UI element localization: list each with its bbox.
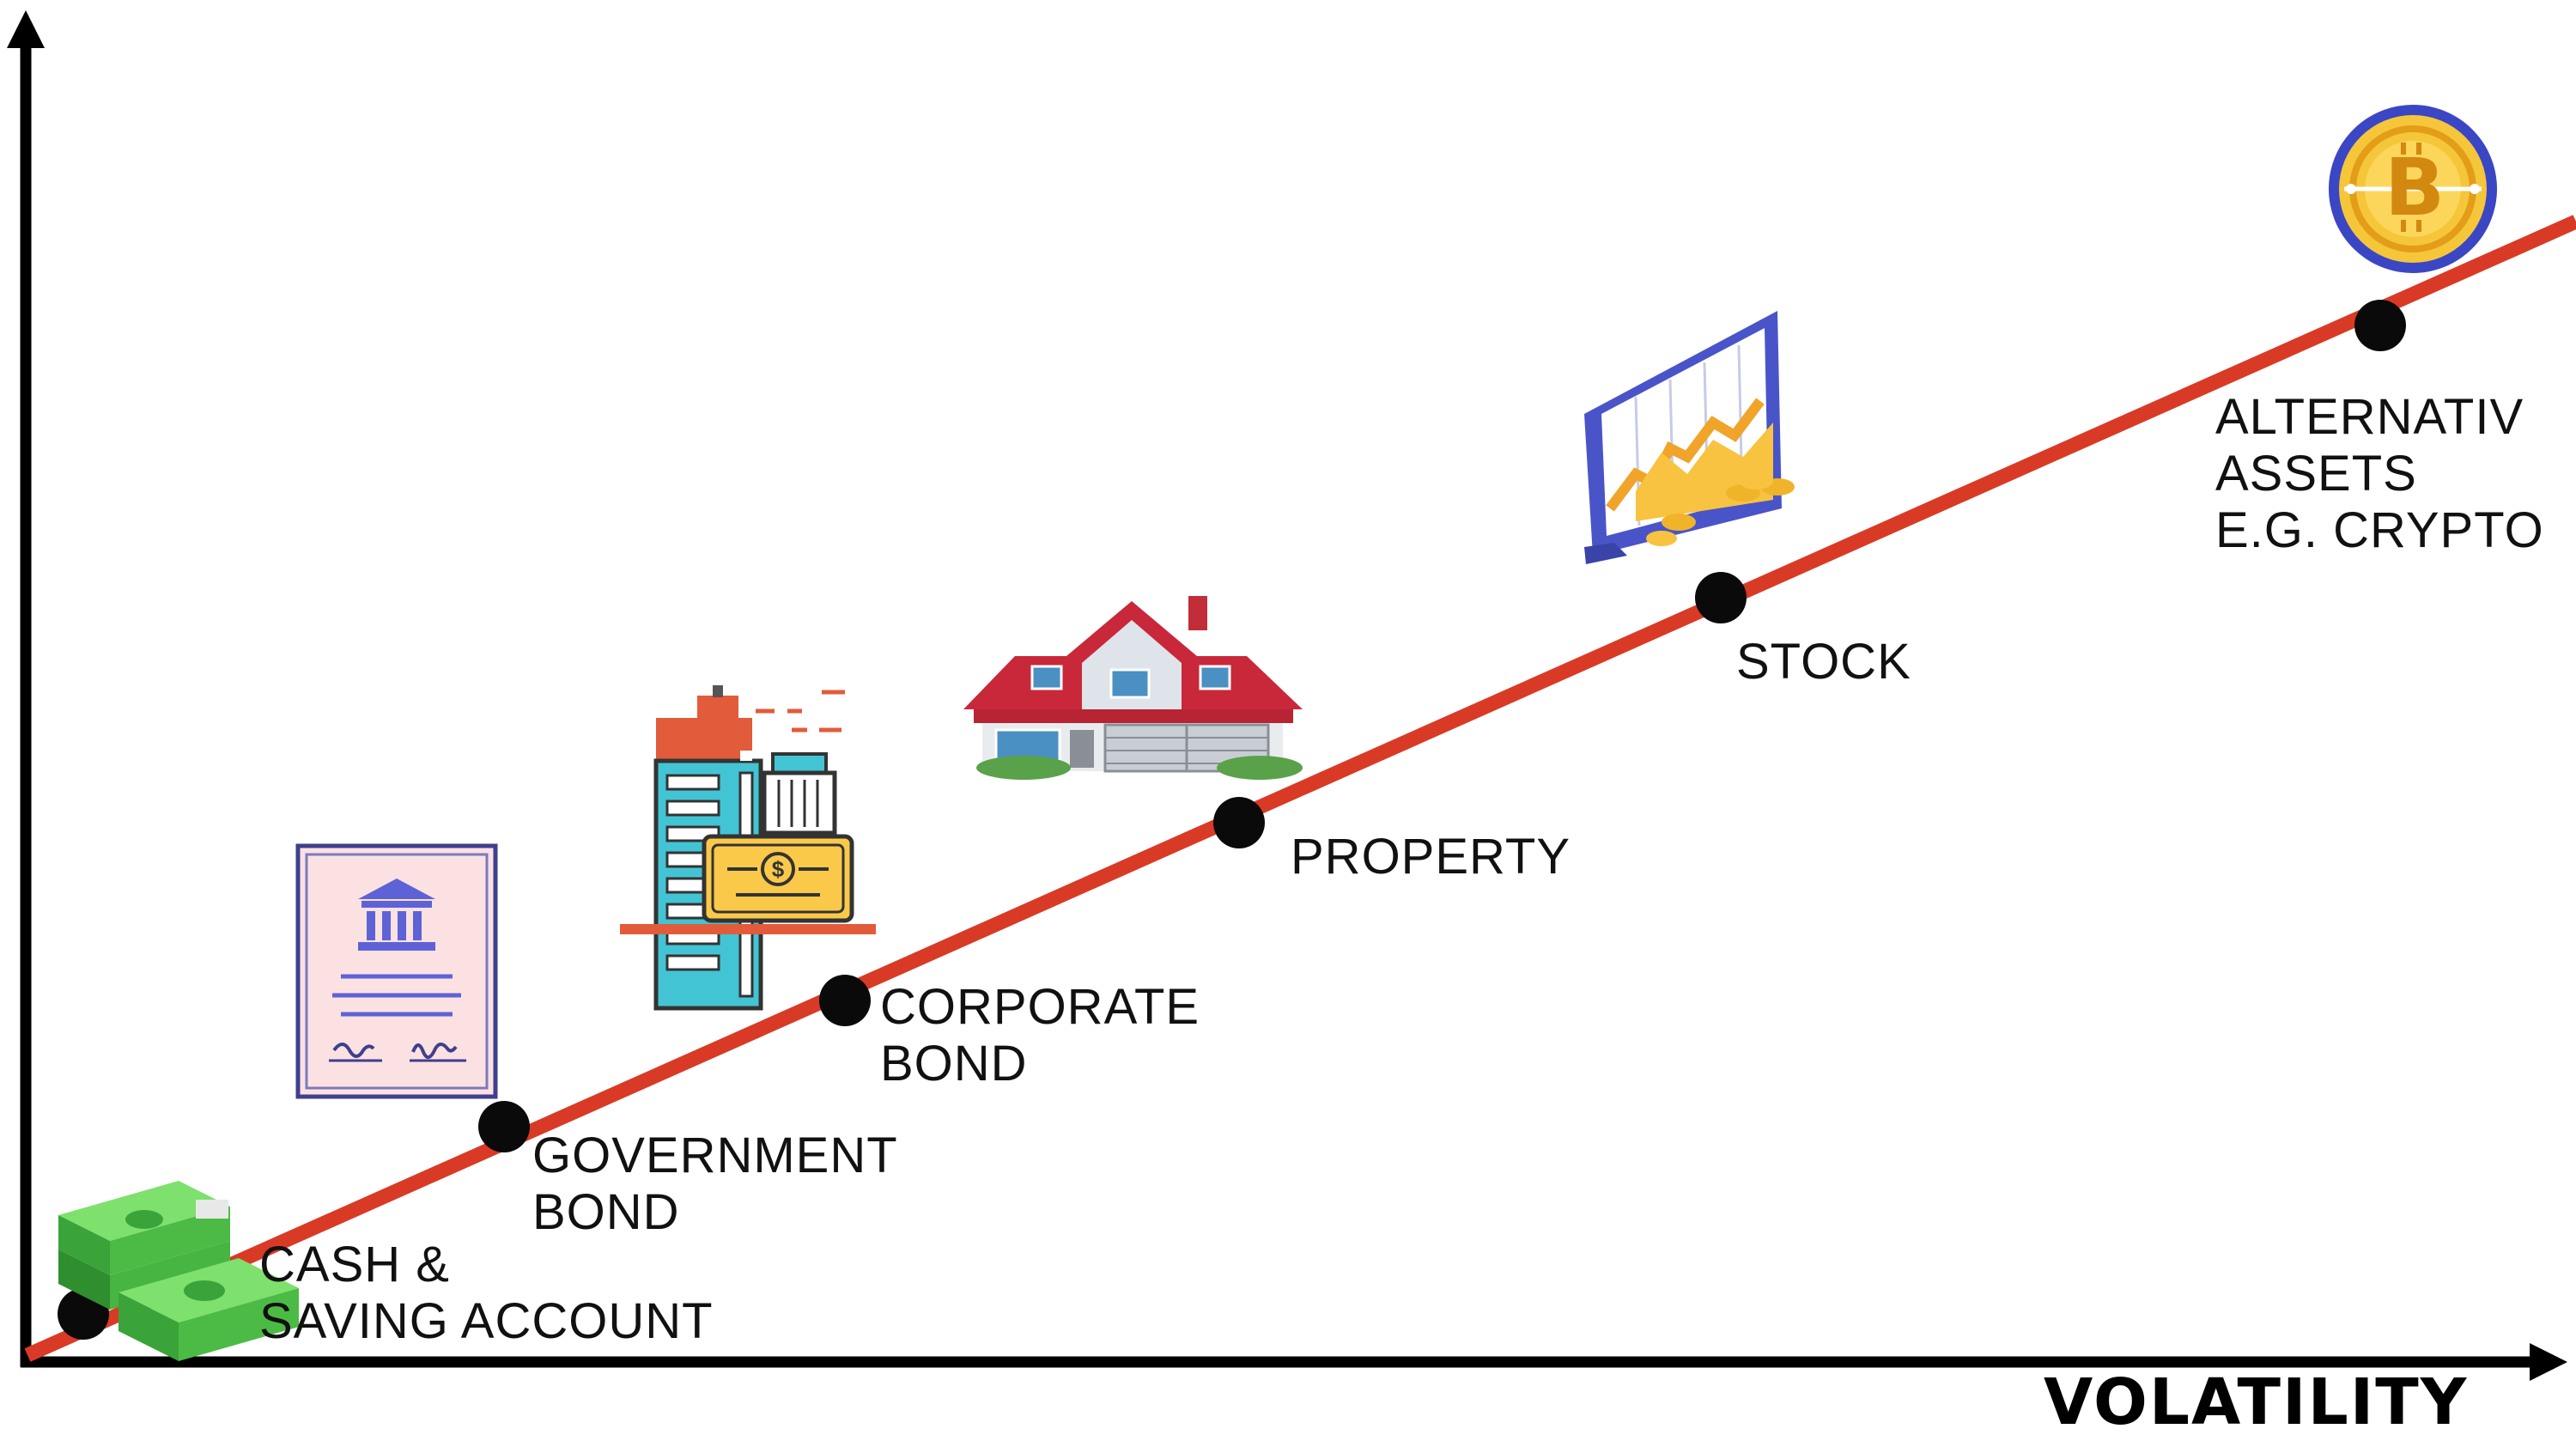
step-dot-government-bond (478, 1101, 530, 1152)
step-dot-stock (1695, 572, 1747, 623)
y-axis (7, 10, 45, 1367)
label-cash-line-1: CASH & (259, 1237, 450, 1292)
step-dot-property (1213, 797, 1265, 848)
label-stock: STOCK (1736, 634, 1911, 690)
label-corporate-bond: CORPORATE BOND (880, 979, 1200, 1092)
label-government-bond: GOVERNMENT BOND (532, 1128, 898, 1241)
label-cash-line-2: SAVING ACCOUNT (259, 1293, 714, 1349)
label-alternative-assets-line-3: E.G. CRYPTO (2215, 502, 2544, 558)
x-axis (21, 1343, 2567, 1381)
step-dot-corporate-bond (819, 975, 871, 1026)
label-property-line-1: PROPERTY (1291, 829, 1571, 885)
step-dot-alternative-assets (2354, 300, 2406, 351)
label-alternative-assets-line-1: ALTERNATIV (2215, 389, 2524, 445)
label-corporate-bond-line-1: CORPORATE (880, 979, 1200, 1035)
stock-chart-monitor-icon (1584, 311, 1795, 564)
x-axis-title: VOLATILITY (2044, 1365, 2469, 1439)
label-alternative-assets-line-2: ASSETS (2215, 446, 2417, 502)
label-government-bond-line-1: GOVERNMENT (532, 1128, 898, 1183)
bond-certificate-icon (295, 843, 498, 1099)
label-stock-line-1: STOCK (1736, 634, 1911, 690)
label-government-bond-line-2: BOND (532, 1184, 680, 1240)
label-property: PROPERTY (1291, 829, 1571, 885)
cash-stack-icon (58, 1181, 299, 1361)
house-icon (963, 596, 1303, 780)
bitcoin-coin-icon: B (2329, 105, 2497, 273)
svg-text:$: $ (772, 856, 785, 882)
label-alternative-assets: ALTERNATIV ASSETS E.G. CRYPTO (2215, 389, 2544, 559)
office-building-icon: $ (620, 685, 876, 1011)
label-cash: CASH & SAVING ACCOUNT (259, 1237, 714, 1350)
label-corporate-bond-line-2: BOND (880, 1036, 1028, 1091)
trend-line (24, 215, 2576, 1362)
svg-text:B: B (2385, 142, 2445, 234)
